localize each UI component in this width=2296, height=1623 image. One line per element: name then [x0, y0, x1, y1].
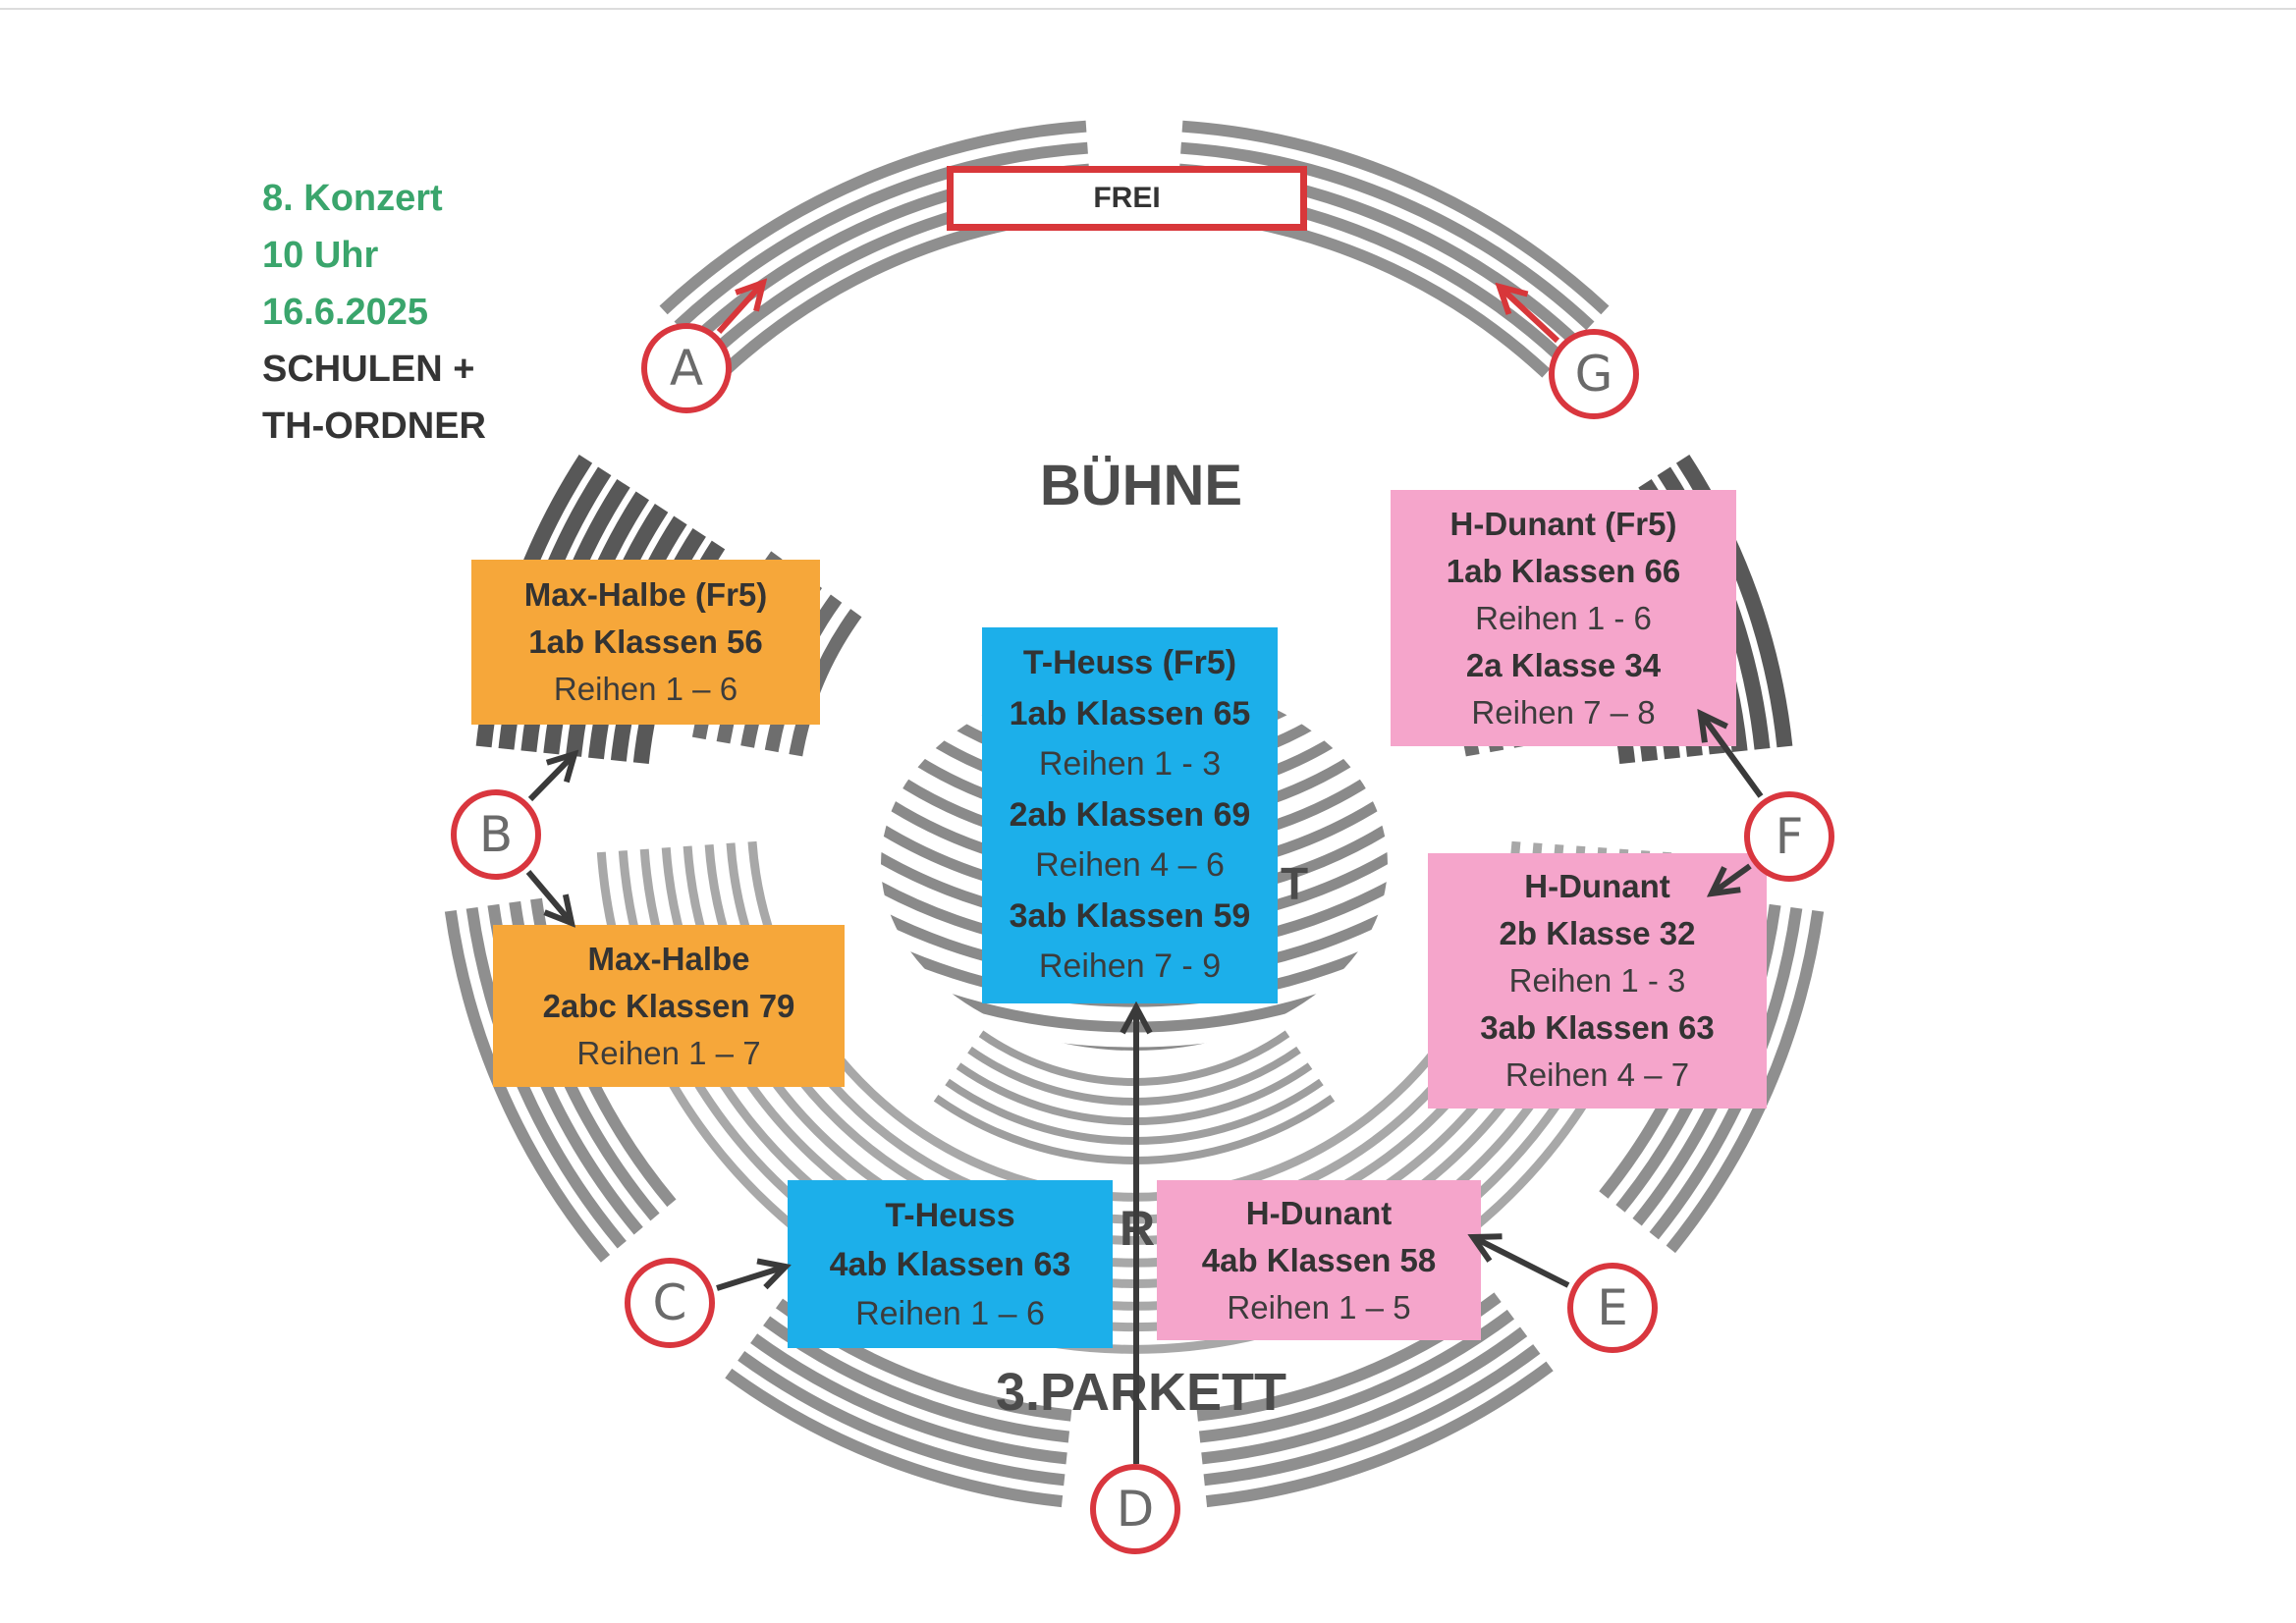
block-rows: Reihen 1 – 5: [1227, 1288, 1411, 1325]
block-rows: Reihen 1 – 7: [576, 1034, 761, 1071]
block-h-dunant-fr5: H-Dunant (Fr5) 1ab Klassen 66 Reihen 1 -…: [1391, 490, 1736, 746]
block-classes: 3ab Klassen 63: [1480, 1009, 1715, 1046]
block-t-heuss-4ab: T-Heuss 4ab Klassen 63 Reihen 1 – 6: [788, 1180, 1113, 1348]
block-school-name: H-Dunant: [1524, 868, 1670, 904]
entrance-letter: B: [478, 806, 514, 863]
block-classes: 3ab Klassen 59: [1009, 896, 1251, 935]
entrance-e-marker: E: [1567, 1263, 1658, 1353]
block-school-name: T-Heuss (Fr5): [1022, 644, 1237, 682]
block-classes: 2abc Klassen 79: [542, 987, 795, 1024]
block-school-name: H-Dunant (Fr5): [1449, 505, 1677, 542]
outer-ring-row-arc: [444, 909, 611, 1263]
block-rows: Reihen 4 – 6: [1035, 846, 1225, 885]
third-parkett-row-arc: [978, 1030, 1290, 1086]
concert-date: 16.6.2025: [262, 292, 429, 333]
block-classes: 1ab Klassen 56: [528, 623, 763, 660]
entrance-c-marker: C: [625, 1258, 715, 1348]
entrance-letter: G: [1574, 346, 1613, 403]
block-max-halbe-fr5: Max-Halbe (Fr5) 1ab Klassen 56 Reihen 1 …: [471, 560, 820, 725]
outer-ring-row-arc: [725, 1368, 1064, 1508]
block-school-name: T-Heuss: [885, 1196, 1015, 1234]
block-school-name: Max-Halbe: [587, 940, 750, 977]
block-rows: Reihen 1 – 6: [553, 671, 738, 707]
concert-number: 8. Konzert: [262, 178, 443, 219]
block-classes: 2a Klasse 34: [1465, 646, 1662, 683]
event-info: 8. Konzert 10 Uhr 16.6.2025 SCHULEN + TH…: [262, 170, 486, 455]
entrance-letter: D: [1116, 1481, 1155, 1538]
entrance-letter: A: [669, 340, 704, 397]
block-classes: 2b Klasse 32: [1499, 915, 1696, 951]
parkett-label: 3.PARKETT: [995, 1363, 1287, 1422]
outer-ring-row-arc: [750, 1333, 1067, 1465]
entrance-a-marker: A: [641, 323, 732, 413]
concert-time: 10 Uhr: [262, 235, 379, 276]
outer-ring-row-arc: [1181, 120, 1610, 315]
block-max-halbe: Max-Halbe 2abc Klassen 79 Reihen 1 – 7: [493, 925, 845, 1087]
block-school-name: H-Dunant: [1245, 1194, 1393, 1231]
entrance-d-marker: D: [1090, 1464, 1180, 1554]
block-rows: Reihen 1 – 6: [855, 1294, 1045, 1332]
block-classes: 4ab Klassen 58: [1201, 1241, 1437, 1278]
reserved-block-label: FREI: [1093, 182, 1161, 214]
block-rows: Reihen 4 – 7: [1504, 1056, 1690, 1093]
outer-ring-row-arc: [738, 1351, 1066, 1487]
block-rows: Reihen 7 - 9: [1038, 947, 1222, 986]
entrance-b-marker: B: [451, 789, 541, 880]
entrance-letter: E: [1597, 1279, 1628, 1336]
entrance-letter: F: [1775, 808, 1804, 865]
block-t-heuss-fr5: T-Heuss (Fr5) 1ab Klassen 65 Reihen 1 - …: [982, 627, 1278, 1003]
block-rows: Reihen 7 – 8: [1471, 693, 1656, 730]
block-classes: 2ab Klassen 69: [1009, 795, 1251, 834]
hidden-label-fragment-t: T: [1280, 858, 1309, 909]
block-rows: Reihen 1 - 3: [1038, 745, 1222, 784]
block-rows: Reihen 1 - 3: [1508, 962, 1686, 999]
page-edge-line: [0, 8, 2296, 10]
block-rows: Reihen 1 - 6: [1475, 599, 1652, 636]
entrance-letter: C: [652, 1274, 687, 1331]
block-classes: 1ab Klassen 66: [1446, 552, 1681, 589]
block-classes: 1ab Klassen 65: [1009, 694, 1251, 732]
outer-ring-row-arc: [1201, 1326, 1528, 1465]
stage-label: BÜHNE: [1039, 454, 1243, 517]
audience-line-2: TH-ORDNER: [262, 406, 486, 447]
reserved-block-free: FREI: [947, 166, 1307, 231]
block-classes: 4ab Klassen 63: [829, 1245, 1071, 1283]
block-h-dunant-2b-3ab: H-Dunant 2b Klasse 32 Reihen 1 - 3 3ab K…: [1428, 853, 1767, 1109]
block-h-dunant-4ab: H-Dunant 4ab Klassen 58 Reihen 1 – 5: [1157, 1180, 1481, 1340]
block-school-name: Max-Halbe (Fr5): [523, 576, 768, 613]
outer-ring-row-arc: [1666, 909, 1825, 1254]
entrance-g-marker: G: [1549, 329, 1639, 419]
outer-ring-row-arc: [1203, 1344, 1541, 1487]
outer-ring-row-arc: [1205, 1361, 1554, 1508]
audience-line-1: SCHULEN +: [262, 349, 475, 390]
outer-ring-row-arc: [659, 120, 1087, 315]
entrance-f-marker: F: [1744, 791, 1834, 882]
hidden-label-fragment-r: R: [1120, 1201, 1156, 1256]
